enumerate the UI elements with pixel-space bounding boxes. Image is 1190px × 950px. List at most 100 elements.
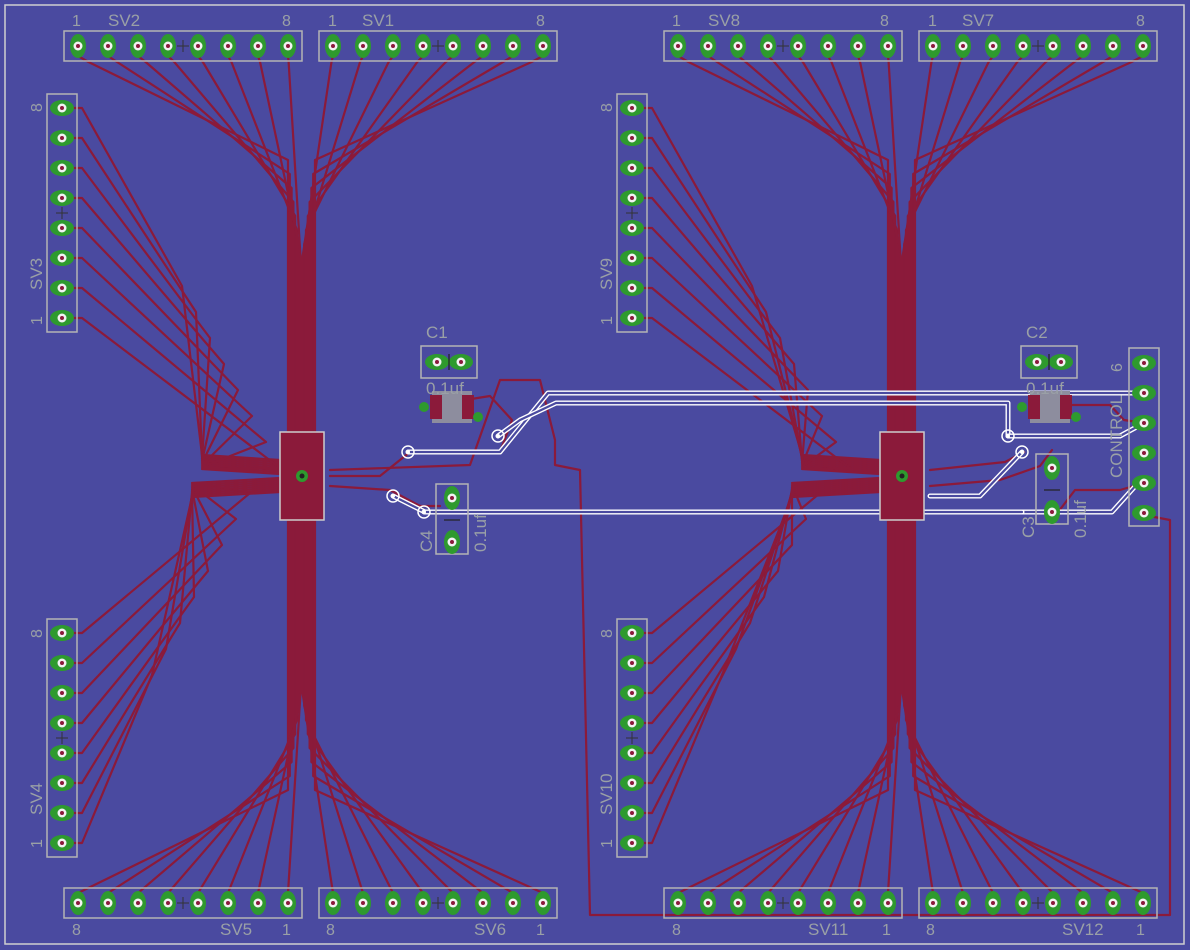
trace [640, 478, 882, 665]
trace [640, 106, 882, 462]
header-outline [46, 93, 78, 333]
sv4-pin-first: 1 [29, 839, 46, 848]
pad-center [541, 44, 545, 48]
trace [906, 516, 1025, 895]
pad-center [136, 44, 140, 48]
pad-center [511, 901, 515, 905]
pad-center [1142, 481, 1146, 485]
trace [136, 516, 293, 895]
c2-label: C2 [1026, 323, 1048, 342]
trace [328, 378, 1172, 917]
pad-center [1050, 466, 1054, 470]
ic2 [879, 431, 925, 521]
cap-outline [1020, 345, 1078, 379]
sv8-pin-first: 1 [672, 13, 681, 30]
sv9-label: SV9 [597, 258, 616, 290]
trace [640, 256, 882, 472]
pad-center [1051, 901, 1055, 905]
header-outline [616, 618, 648, 858]
trace [908, 516, 1055, 895]
trace [70, 226, 282, 470]
pad-center [106, 44, 110, 48]
pad-center [331, 901, 335, 905]
c4-value: 0.1uf [471, 514, 490, 552]
trace [913, 54, 1145, 436]
sv3-pin-first: 1 [29, 316, 46, 325]
pad-center [826, 44, 830, 48]
trace [640, 490, 882, 845]
pad-center [76, 44, 80, 48]
pad-center [60, 256, 64, 260]
trace [903, 516, 965, 895]
trace [70, 256, 282, 472]
pad-center [1081, 44, 1085, 48]
sv5-header [63, 887, 303, 919]
c3-value: 0.1uf [1071, 500, 1090, 538]
top-layer-traces [390, 390, 1147, 515]
trace [328, 484, 442, 508]
pad-center [60, 811, 64, 815]
pad-center [630, 721, 634, 725]
sv1-pin-last: 8 [536, 13, 545, 30]
pad-center [736, 44, 740, 48]
pad-center [630, 286, 634, 290]
sv12-label: SV12 [1062, 920, 1104, 939]
c1-value: 0.1uf [426, 379, 464, 398]
sv7-label: SV7 [962, 11, 994, 30]
trace [136, 54, 293, 436]
board-outline [4, 4, 1185, 945]
ic-center-hole [899, 473, 905, 479]
trace [310, 516, 485, 895]
c1-capacitor [420, 345, 478, 379]
pad-center [361, 901, 365, 905]
pad-center [451, 901, 455, 905]
sv2-pin-first: 1 [72, 13, 81, 30]
trace [826, 54, 899, 436]
sv2-header [63, 30, 303, 62]
trace [70, 196, 282, 468]
pad-center [630, 781, 634, 785]
pad-center [421, 901, 425, 905]
pad-center [931, 901, 935, 905]
via [473, 412, 483, 422]
trace [313, 516, 545, 895]
copper-traces [70, 54, 1172, 917]
trace [912, 516, 1115, 895]
pad-center [60, 721, 64, 725]
pad-center [1081, 901, 1085, 905]
pad-center [60, 781, 64, 785]
pad-center [60, 691, 64, 695]
pad-center [1059, 360, 1063, 364]
pad-center [991, 901, 995, 905]
pad-center [856, 44, 860, 48]
white-trace-gap [496, 401, 1010, 438]
trace [676, 516, 890, 895]
trace [736, 54, 893, 436]
header-outline [663, 30, 903, 62]
sv7-pin-last: 8 [1136, 13, 1145, 30]
smd-pad [1028, 395, 1040, 419]
pad-center [886, 44, 890, 48]
sv7-header [918, 30, 1158, 62]
trace [166, 516, 295, 895]
pad-center [60, 631, 64, 635]
pad-center [706, 44, 710, 48]
pad-center [541, 901, 545, 905]
trace [70, 488, 282, 815]
pad-center [630, 691, 634, 695]
pad-center [1142, 421, 1146, 425]
sv6-pin-last: 8 [326, 922, 335, 939]
pad-center [630, 106, 634, 110]
pad-center [421, 44, 425, 48]
pad-center [1111, 44, 1115, 48]
sv9-header [616, 93, 648, 333]
via [491, 429, 505, 443]
trace [904, 516, 995, 895]
pad-center [961, 44, 965, 48]
pad-center [1142, 511, 1146, 515]
trace [886, 54, 902, 436]
trace [886, 516, 902, 895]
sv1-label: SV1 [362, 11, 394, 30]
pad-center [60, 106, 64, 110]
